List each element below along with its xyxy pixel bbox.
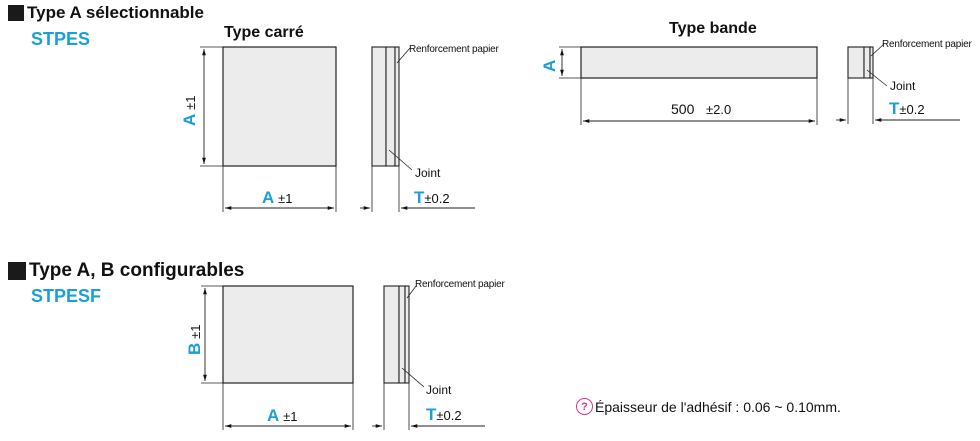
width-letter-a: A (262, 188, 275, 207)
band-joint-label: Joint (890, 79, 916, 93)
height-tol-a: ±1 (183, 95, 198, 110)
square-type-title: Type carré (224, 24, 304, 41)
width-label-a: A ±1 (262, 188, 293, 208)
width-tol-a: ±1 (278, 191, 293, 206)
band-length-value: 500 (671, 101, 695, 117)
width-letter-b: A (267, 406, 280, 425)
height-letter-b: B (185, 342, 204, 355)
section-b-heading-text: Type A, B configurables (29, 260, 245, 281)
band-type-title: Type bande (669, 20, 757, 37)
band-length-tol: ±2.0 (706, 102, 732, 117)
section-b-heading: Type A, B configurables (8, 260, 244, 282)
info-icon: ? (576, 398, 593, 415)
band-thickness-letter: T (889, 99, 900, 118)
leader-paper-b (406, 285, 417, 299)
width-label-b: A ±1 (267, 406, 298, 426)
leader-joint-band (866, 69, 888, 87)
section-a-heading-text: Type A sélectionnable (27, 3, 204, 22)
adhesive-note-text: Épaisseur de l'adhésif : 0.06 ~ 0.10mm. (595, 398, 841, 415)
square-plate-b (222, 285, 354, 384)
section-b-code: STPESF (31, 286, 102, 306)
section-a-heading: Type A sélectionnable (8, 3, 204, 23)
side-view-b (383, 285, 410, 384)
square-bullet-icon (8, 262, 26, 280)
leader-joint-a (388, 149, 413, 171)
leader-paper-band (870, 43, 885, 57)
paper-label-a: Renforcement papier (409, 44, 499, 55)
band-side-view (847, 46, 874, 79)
joint-label-a: Joint (415, 166, 441, 180)
thickness-tol-a: ±0.2 (424, 191, 450, 206)
band-thickness-tol: ±0.2 (899, 102, 925, 117)
height-label-a: A ±1 (180, 95, 200, 126)
thickness-letter-a: T (414, 188, 425, 207)
side-view-a (371, 46, 400, 167)
section-a-code: STPES (31, 29, 91, 49)
height-label-b: B ±1 (185, 324, 205, 355)
height-tol-b: ±1 (188, 324, 203, 339)
band-paper-label: Renforcement papier (882, 39, 972, 50)
square-plate-a (222, 46, 337, 167)
joint-label-b: Joint (426, 383, 452, 397)
band-plate (580, 46, 818, 79)
band-height-letter: A (540, 59, 559, 72)
band-thickness-label: T±0.2 (889, 99, 925, 119)
thickness-tol-b: ±0.2 (436, 408, 462, 423)
thickness-label-a: T±0.2 (414, 188, 450, 208)
leader-joint-b (401, 367, 425, 388)
width-tol-b: ±1 (283, 409, 298, 424)
square-bullet-icon (8, 5, 24, 21)
band-height-label: A (540, 60, 560, 72)
thickness-label-b: T±0.2 (426, 405, 462, 425)
leader-paper-a (396, 47, 411, 64)
paper-label-b: Renforcement papier (415, 279, 505, 290)
thickness-letter-b: T (426, 405, 437, 424)
band-length-label: 500 ±2.0 (671, 101, 731, 117)
adhesive-note: ? Épaisseur de l'adhésif : 0.06 ~ 0.10mm… (576, 398, 841, 415)
height-letter-a: A (180, 113, 199, 126)
